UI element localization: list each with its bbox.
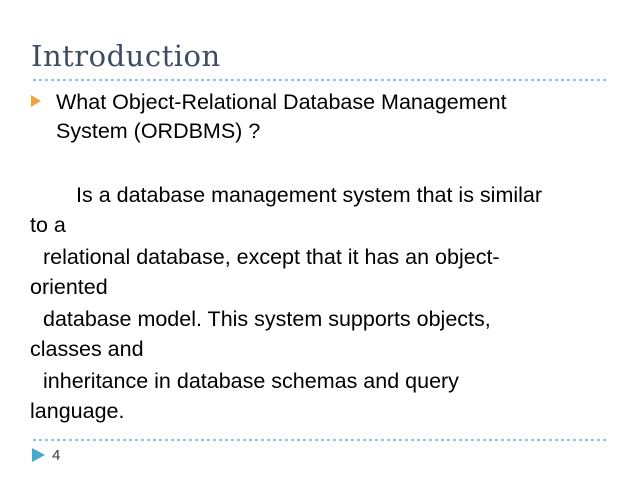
bullet-arrow-icon xyxy=(31,95,41,107)
page-arrow-icon xyxy=(32,448,45,462)
bullet-text: What Object-Relational Database Manageme… xyxy=(56,90,507,143)
body-paragraph: inheritance in database schemas and quer… xyxy=(30,369,459,423)
body-paragraph: Is a database management system that is … xyxy=(30,183,543,237)
page-number: 4 xyxy=(52,447,61,464)
slide-title: Introduction xyxy=(31,39,221,73)
title-divider xyxy=(33,79,608,81)
body-text-block: Is a database management system that is … xyxy=(30,180,615,428)
body-paragraph: relational database, except that it has … xyxy=(30,245,500,299)
footer-divider xyxy=(33,439,608,441)
body-paragraph: database model. This system supports obj… xyxy=(30,307,491,361)
